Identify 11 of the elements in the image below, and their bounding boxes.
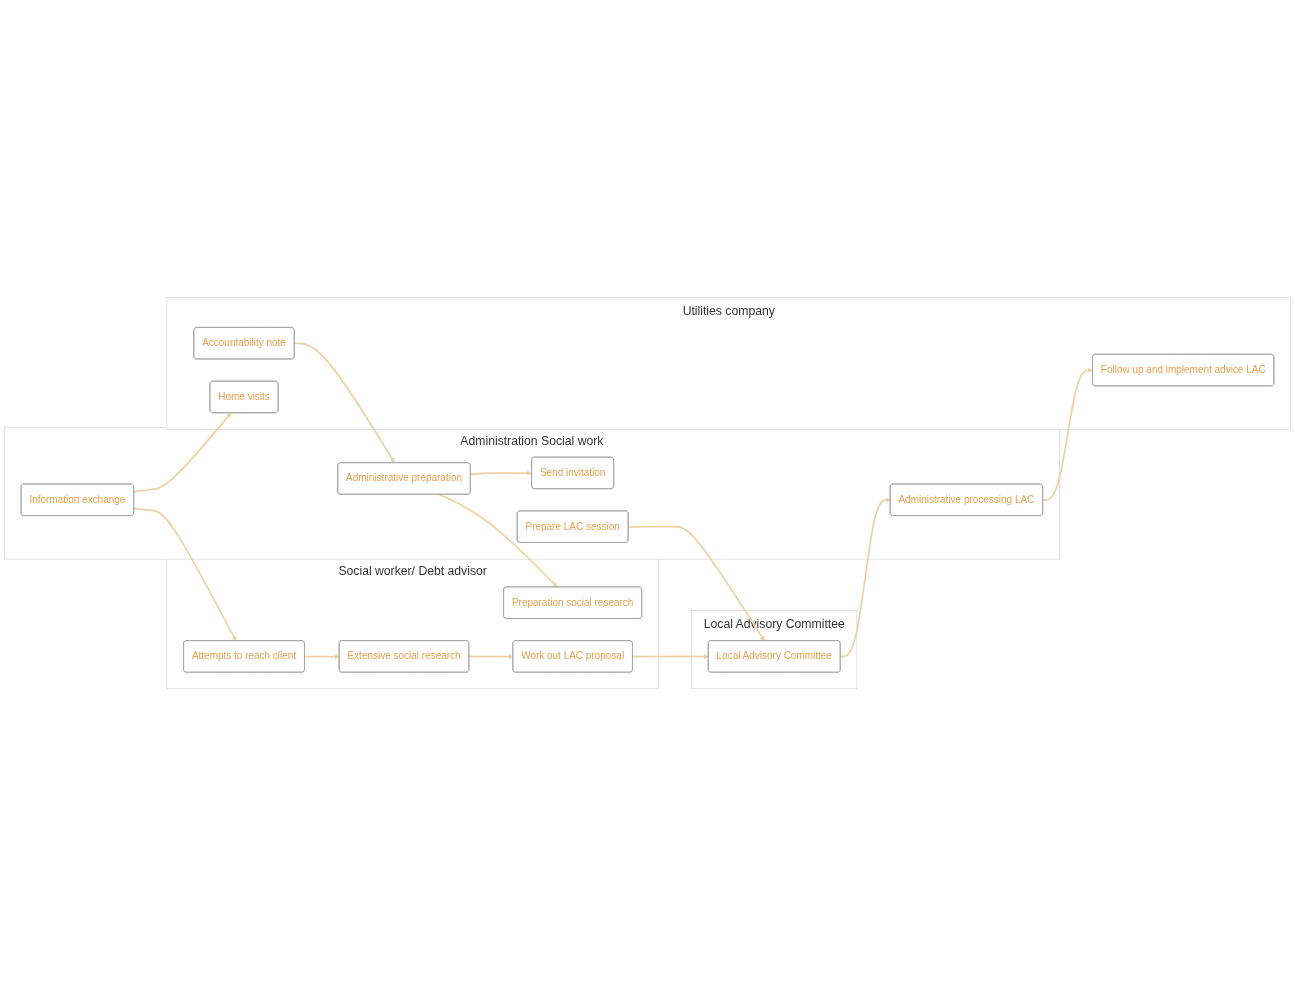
arrow bbox=[627, 526, 765, 642]
arrow bbox=[631, 654, 709, 660]
arrow bbox=[1042, 368, 1094, 502]
arrow bbox=[469, 471, 533, 476]
arrow bbox=[839, 497, 891, 658]
arrow bbox=[133, 507, 237, 642]
arrow bbox=[303, 654, 340, 660]
arrow bbox=[293, 342, 395, 464]
arrow bbox=[468, 654, 514, 660]
arrow bbox=[438, 494, 558, 588]
arrow bbox=[133, 413, 232, 493]
